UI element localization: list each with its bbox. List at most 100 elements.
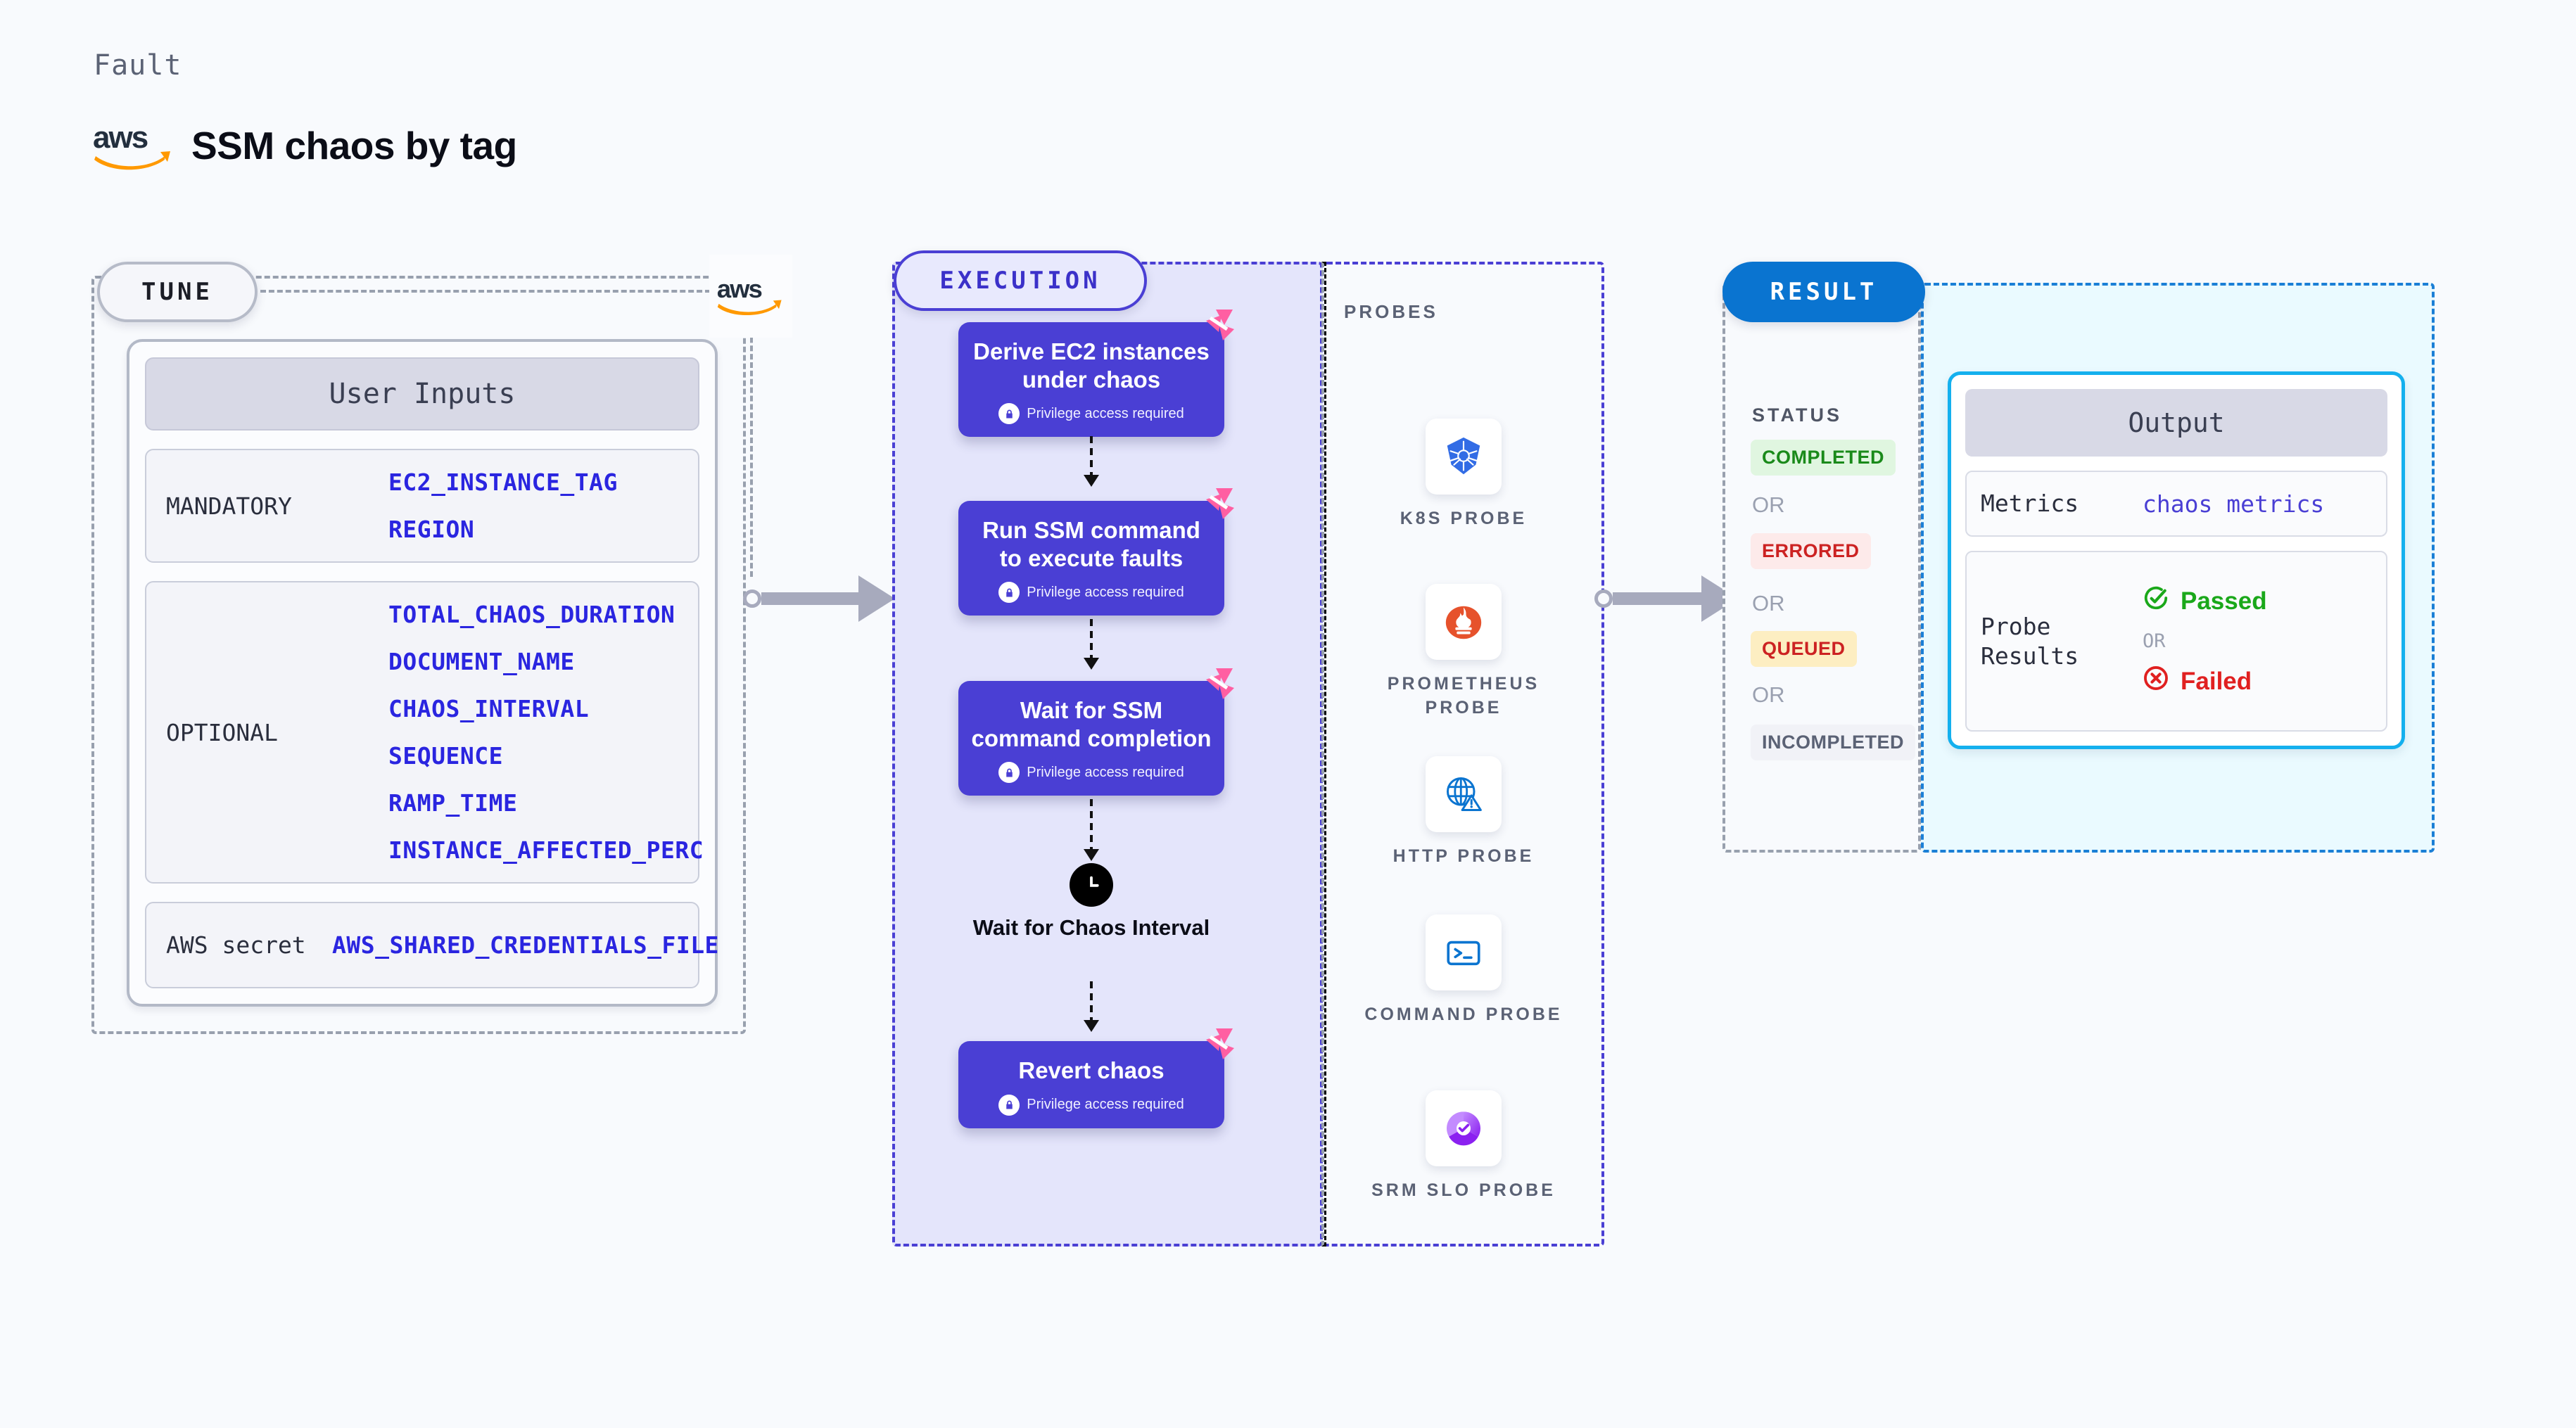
- probe-label: PROMETHEUS PROBE: [1387, 674, 1540, 718]
- probe-result-passed: Passed: [2143, 585, 2267, 618]
- optional-values: TOTAL_CHAOS_DURATION DOCUMENT_NAME CHAOS…: [388, 601, 704, 864]
- probe-http[interactable]: HTTP PROBE: [1358, 756, 1569, 869]
- output-card: Output Metrics chaos metrics Probe Resul…: [1948, 371, 2405, 750]
- probe-k8s[interactable]: K8S PROBE: [1358, 419, 1569, 531]
- optional-inputs-group: OPTIONAL TOTAL_CHAOS_DURATION DOCUMENT_N…: [145, 581, 704, 884]
- step-connector-4: [1084, 981, 1099, 1032]
- status-badge-queued: QUEUED: [1751, 631, 1857, 667]
- output-row-metrics: Metrics chaos metrics: [1965, 471, 2387, 537]
- harness-badge-icon: [1195, 308, 1234, 345]
- probe-result-failed: Failed: [2143, 665, 2267, 698]
- tune-pill: TUNE: [97, 262, 258, 322]
- connector-start-dot: [743, 589, 761, 608]
- connector-dots: [1090, 799, 1093, 850]
- aws-vertical-dashed-line: [750, 295, 753, 577]
- aws-secret-group: AWS secret AWS_SHARED_CREDENTIALS_FILE: [145, 902, 718, 988]
- probe-prometheus[interactable]: PROMETHEUS PROBE: [1358, 584, 1569, 720]
- tune-panel: [91, 276, 746, 1034]
- connector-bar: [1613, 592, 1703, 605]
- status-badge-errored: ERRORED: [1751, 533, 1871, 569]
- svg-text:aws: aws: [93, 120, 148, 155]
- execution-step-wait-ssm-completion[interactable]: Wait for SSM command completion Privileg…: [958, 668, 1234, 796]
- step-connector-3: [1084, 799, 1099, 861]
- probe-srm-slo[interactable]: SRM SLO PROBE: [1358, 1090, 1569, 1203]
- wait-node-label: Wait for Chaos Interval: [972, 915, 1210, 940]
- connector-arrowhead: [1084, 475, 1099, 487]
- connector-arrowhead: [1084, 658, 1099, 670]
- mandatory-inputs-group: MANDATORY EC2_INSTANCE_TAG REGION: [145, 449, 699, 563]
- wait-clock-icon: [1070, 863, 1113, 907]
- privilege-text: Privilege access required: [1027, 584, 1184, 600]
- step-title: Run SSM command to execute faults: [982, 517, 1200, 571]
- step-title: Revert chaos: [1018, 1057, 1165, 1083]
- status-or-3: OR: [1752, 682, 1785, 707]
- probe-results-values: Passed OR Failed: [2143, 569, 2267, 713]
- tune-to-aws-dashed-line: [260, 290, 711, 293]
- probe-label: COMMAND PROBE: [1364, 1005, 1563, 1024]
- connector-dots: [1090, 619, 1093, 658]
- aws-midpoint-logo-icon: aws: [709, 255, 792, 338]
- page-header: aws SSM chaos by tag: [91, 120, 517, 172]
- kubernetes-icon: [1426, 419, 1502, 495]
- param-region: REGION: [388, 516, 475, 543]
- execution-step-revert-chaos[interactable]: Revert chaos Privilege access required: [958, 1028, 1234, 1128]
- connector-arrowhead: [1084, 1020, 1099, 1032]
- user-inputs-title: User Inputs: [145, 357, 699, 431]
- output-title: Output: [1965, 389, 2387, 457]
- probes-title: PROBES: [1344, 301, 1438, 322]
- aws-logo-icon: aws: [91, 120, 176, 172]
- harness-badge-icon: [1195, 667, 1234, 703]
- connector-dots: [1090, 981, 1093, 1021]
- connector-arrowhead: [1084, 849, 1099, 861]
- execution-step-derive-ec2[interactable]: Derive EC2 instances under chaos Privile…: [958, 310, 1234, 438]
- status-badge-completed: COMPLETED: [1751, 440, 1896, 476]
- step-connector-1: [1084, 436, 1099, 487]
- param-document-name: DOCUMENT_NAME: [388, 648, 575, 675]
- output-row-probe-results: Probe Results Passed OR: [1965, 551, 2387, 732]
- metrics-label: Metrics: [1981, 490, 2079, 517]
- mandatory-label: MANDATORY: [166, 492, 292, 520]
- tune-to-execution-connector: [743, 575, 911, 622]
- passed-label: Passed: [2181, 587, 2267, 615]
- connector-arrowhead: [858, 575, 895, 622]
- srm-slo-icon: [1426, 1090, 1502, 1166]
- connector-bar: [761, 592, 860, 605]
- status-or-1: OR: [1752, 492, 1785, 517]
- param-chaos-interval: CHAOS_INTERVAL: [388, 695, 590, 722]
- x-circle-icon: [2143, 665, 2169, 698]
- probe-label: HTTP PROBE: [1392, 846, 1535, 866]
- lock-icon: [998, 762, 1020, 784]
- http-globe-icon: [1426, 756, 1502, 832]
- status-badge-incompleted: INCOMPLETED: [1751, 725, 1916, 760]
- execution-to-result-connector: [1594, 575, 1753, 622]
- probe-results-label: Probe Results: [1981, 612, 2079, 670]
- param-aws-shared-credentials-file: AWS_SHARED_CREDENTIALS_FILE: [332, 931, 719, 959]
- step-privilege-note: Privilege access required: [971, 762, 1212, 784]
- status-or-2: OR: [1752, 591, 1785, 616]
- result-pill: RESULT: [1722, 262, 1925, 322]
- step-title: Wait for SSM command completion: [971, 697, 1212, 751]
- execution-pill: EXECUTION: [894, 250, 1147, 311]
- page-title: SSM chaos by tag: [191, 124, 517, 167]
- privilege-text: Privilege access required: [1027, 764, 1184, 780]
- page-kicker: Fault: [94, 49, 182, 82]
- step-title: Derive EC2 instances under chaos: [973, 338, 1210, 393]
- svg-text:aws: aws: [717, 274, 762, 303]
- prometheus-icon: [1426, 584, 1502, 660]
- param-ramp-time: RAMP_TIME: [388, 789, 518, 817]
- check-circle-icon: [2143, 585, 2169, 618]
- lock-icon: [998, 403, 1020, 425]
- connector-start-dot: [1594, 589, 1613, 608]
- connector-dots: [1090, 436, 1093, 476]
- failed-label: Failed: [2181, 667, 2252, 695]
- probe-command[interactable]: COMMAND PROBE: [1358, 914, 1569, 1027]
- probes-panel-divider: [1321, 262, 1326, 1247]
- step-privilege-note: Privilege access required: [971, 1094, 1212, 1116]
- privilege-text: Privilege access required: [1027, 1097, 1184, 1113]
- mandatory-values: EC2_INSTANCE_TAG REGION: [388, 468, 618, 543]
- probe-result-or: OR: [2143, 630, 2166, 653]
- execution-step-run-ssm-command[interactable]: Run SSM command to execute faults Privil…: [958, 488, 1234, 616]
- aws-secret-label: AWS secret: [166, 931, 306, 959]
- aws-secret-values: AWS_SHARED_CREDENTIALS_FILE: [332, 931, 719, 959]
